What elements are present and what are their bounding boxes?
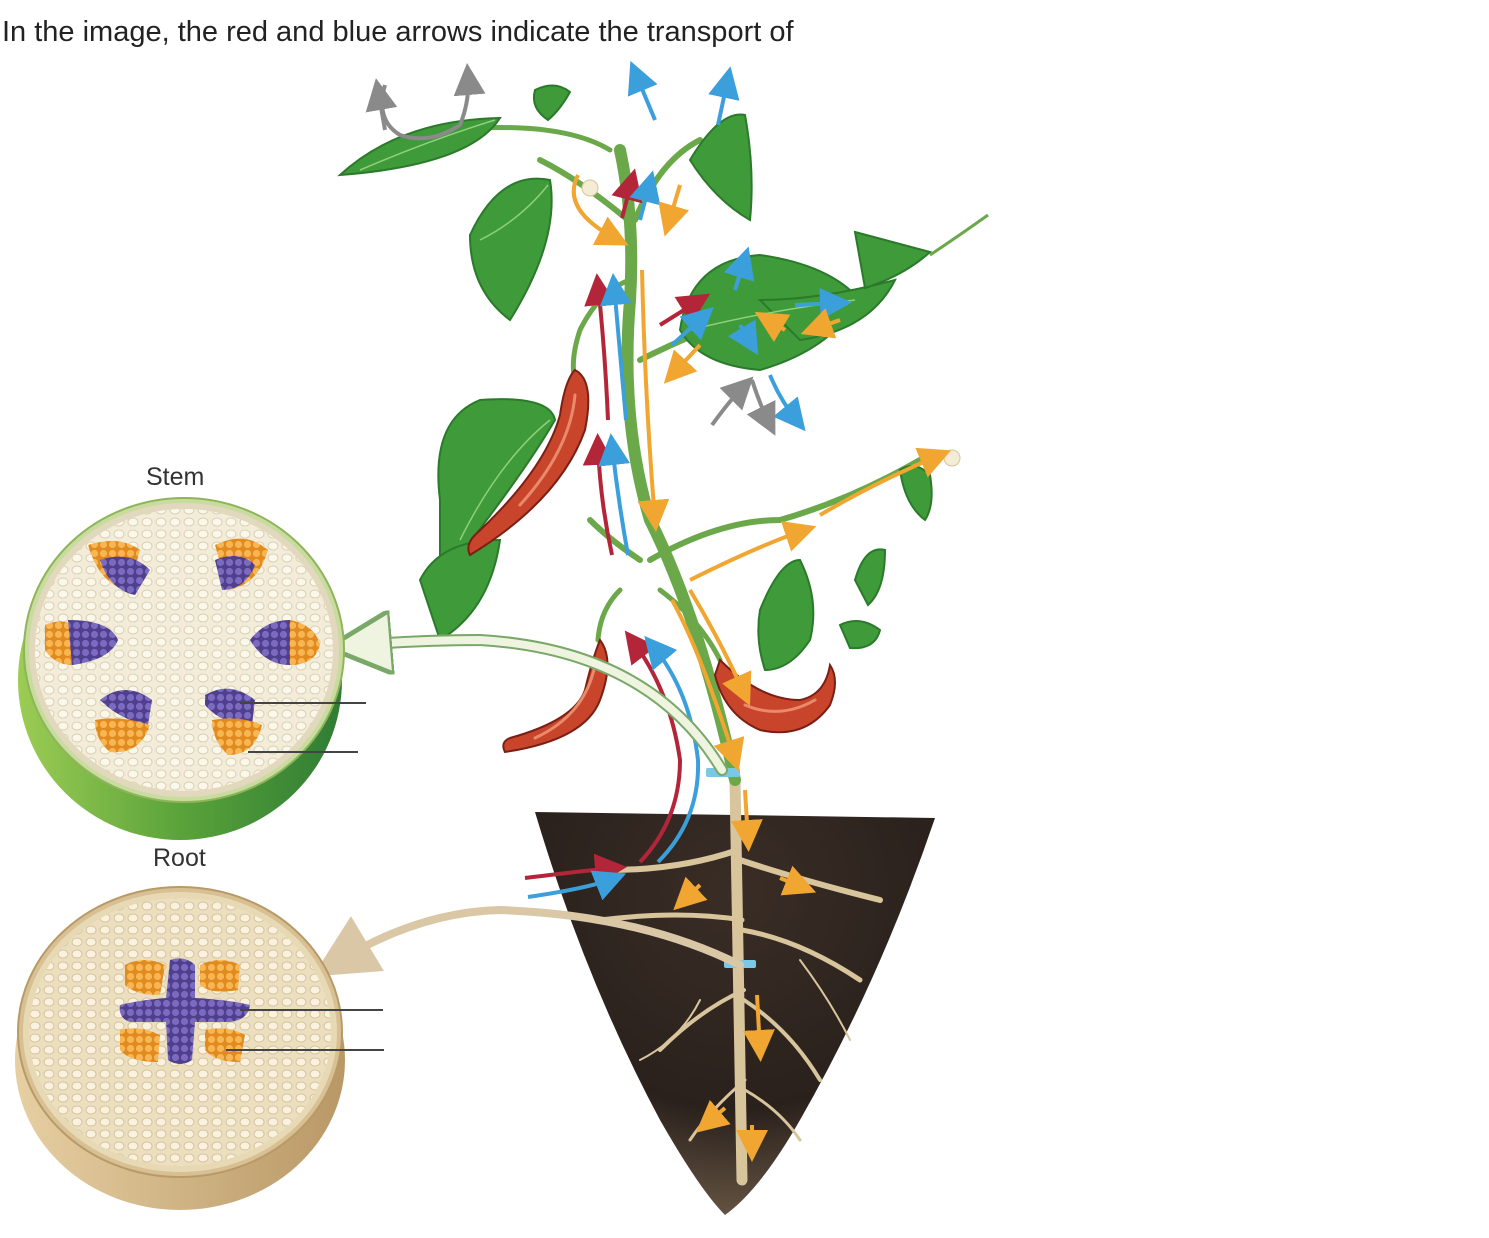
root-vascular-cylinder xyxy=(119,958,250,1064)
stem-callout-arrow-fill xyxy=(360,640,726,774)
blue-arrows xyxy=(527,60,852,901)
red-arrows xyxy=(524,168,711,886)
root-callout-arrow xyxy=(312,905,744,977)
stem-label: Stem xyxy=(146,463,204,491)
root-cross-section: Root xyxy=(15,844,384,1210)
stem-vascular-bundles xyxy=(45,538,320,755)
leaf-petiole xyxy=(929,213,989,257)
root-label: Root xyxy=(153,844,206,872)
stem-cross-section: Stem xyxy=(18,463,366,840)
question-text: In the image, the red and blue arrows in… xyxy=(2,16,794,48)
peppers xyxy=(467,368,836,754)
gray-arrows xyxy=(365,63,776,436)
leaves xyxy=(337,84,933,672)
orange-arrows xyxy=(571,174,952,1162)
pepper-highlights xyxy=(518,393,817,740)
